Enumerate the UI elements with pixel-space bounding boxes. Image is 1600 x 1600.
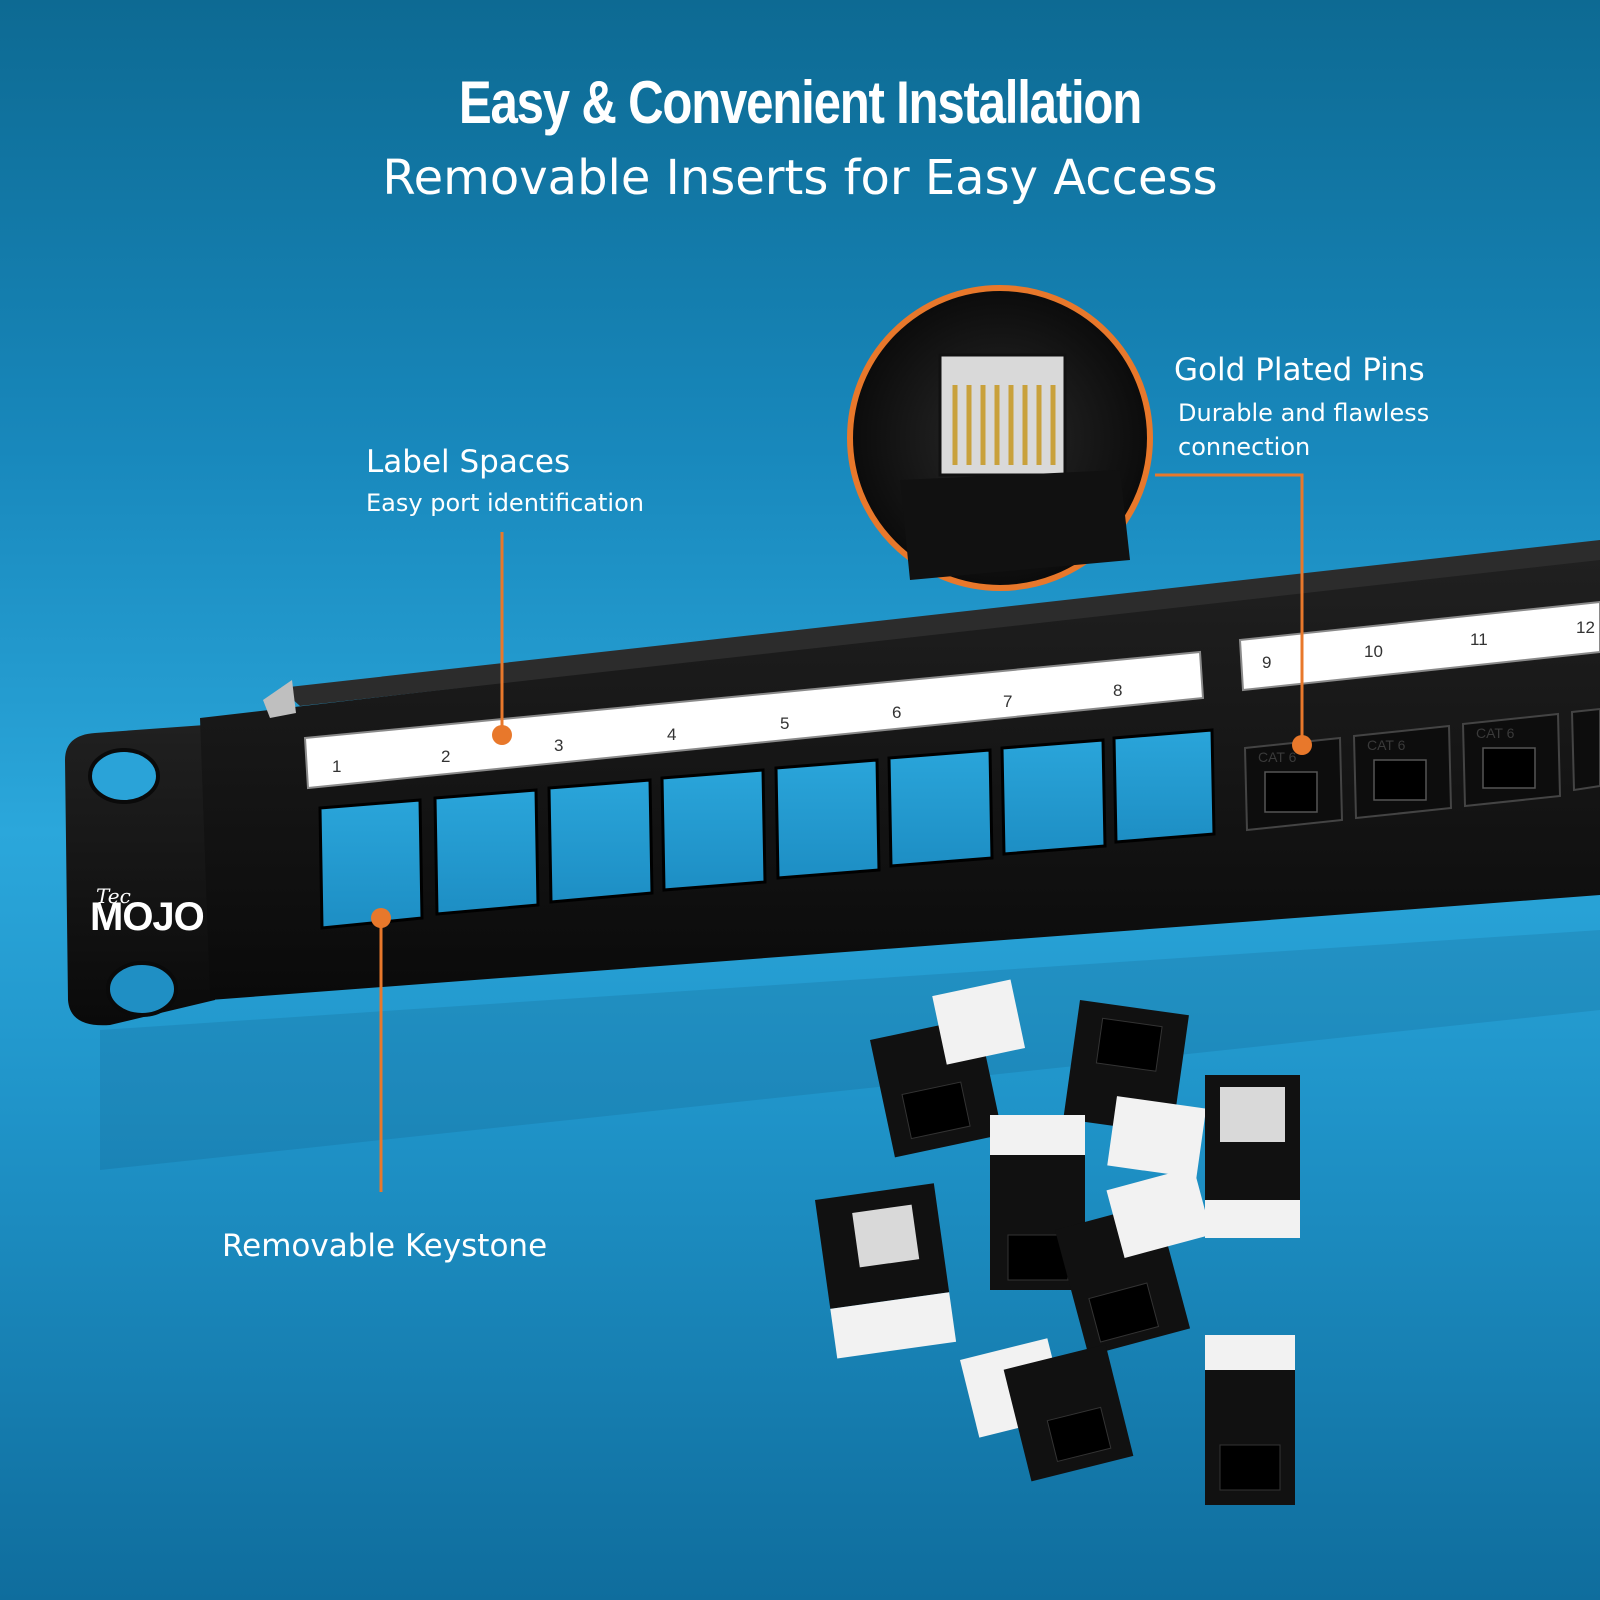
label-spaces-title: Label Spaces	[366, 444, 571, 480]
port-label: 6	[892, 703, 901, 722]
port-label: 4	[667, 725, 676, 744]
installed-jack: CAT 6	[1243, 736, 1344, 832]
installed-jack: CAT 6	[1461, 712, 1562, 808]
port-label: 8	[1113, 681, 1122, 700]
keystone-opening	[660, 768, 767, 892]
keystone-opening	[433, 788, 540, 916]
jack-marking: CAT 6	[1258, 749, 1297, 765]
port-label: 7	[1003, 692, 1012, 711]
port-label: 5	[780, 714, 789, 733]
keystone-jack	[870, 979, 1026, 1158]
brand-logo-small: Tec	[96, 884, 131, 908]
gold-pins-leader	[1155, 473, 1304, 745]
keystone-jack	[1205, 1335, 1295, 1505]
mounting-hole-top	[88, 748, 160, 804]
keystone-jack	[1063, 999, 1207, 1178]
keystone-jack	[1055, 1167, 1212, 1356]
label-strip-left	[303, 600, 1600, 790]
port-label: 11	[1470, 630, 1488, 649]
port-label: 10	[1364, 642, 1383, 661]
port-label: 12	[1576, 618, 1595, 637]
port-label: 2	[441, 747, 450, 766]
label-spaces-marker	[492, 725, 512, 745]
installed-jack	[1570, 707, 1600, 792]
page-subtitle: Removable Inserts for Easy Access	[382, 150, 1218, 206]
rack-ear	[65, 725, 215, 1026]
port-numbers: 1 2 3 4 5 6 7 8 9 10 11 12	[332, 618, 1595, 776]
mounting-hole-bottom	[106, 961, 178, 1017]
keystone-marker	[371, 908, 391, 928]
keystone-openings	[318, 728, 1216, 930]
gold-pins-zoom	[847, 285, 1153, 591]
page-title: Easy & Convenient Installation	[458, 69, 1142, 136]
loose-keystones	[815, 979, 1300, 1505]
keystone-jack	[1205, 1075, 1300, 1238]
keystone-opening	[318, 798, 424, 930]
keystone-opening	[1112, 728, 1216, 844]
brand-logo: MOJO	[90, 895, 205, 939]
label-spaces-description: Easy port identification	[366, 489, 644, 517]
gold-pins-title: Gold Plated Pins	[1174, 352, 1425, 388]
gold-pins-description-line1: Durable and flawless	[1178, 399, 1430, 427]
gold-pins-description-line2: connection	[1178, 433, 1311, 461]
keystone-jack	[815, 1183, 957, 1359]
keystone-opening	[1000, 738, 1107, 856]
keystone-opening	[547, 778, 654, 904]
port-label: 3	[554, 736, 563, 755]
port-label: 9	[1262, 653, 1271, 672]
panel-reflection	[100, 930, 1600, 1170]
jack-marking: CAT 6	[1476, 725, 1515, 741]
port-label: 1	[332, 757, 341, 776]
jack-marking: CAT 6	[1367, 737, 1406, 753]
callout-lines	[379, 473, 1304, 1192]
removable-keystone-title: Removable Keystone	[222, 1228, 548, 1264]
gold-pins-marker	[1292, 735, 1312, 755]
keystone-jack	[960, 1338, 1134, 1482]
keystone-opening	[774, 758, 881, 880]
keystone-opening	[887, 748, 994, 868]
installed-jacks: CAT 6 CAT 6 CAT 6	[1243, 707, 1600, 832]
installed-jack: CAT 6	[1352, 724, 1453, 820]
